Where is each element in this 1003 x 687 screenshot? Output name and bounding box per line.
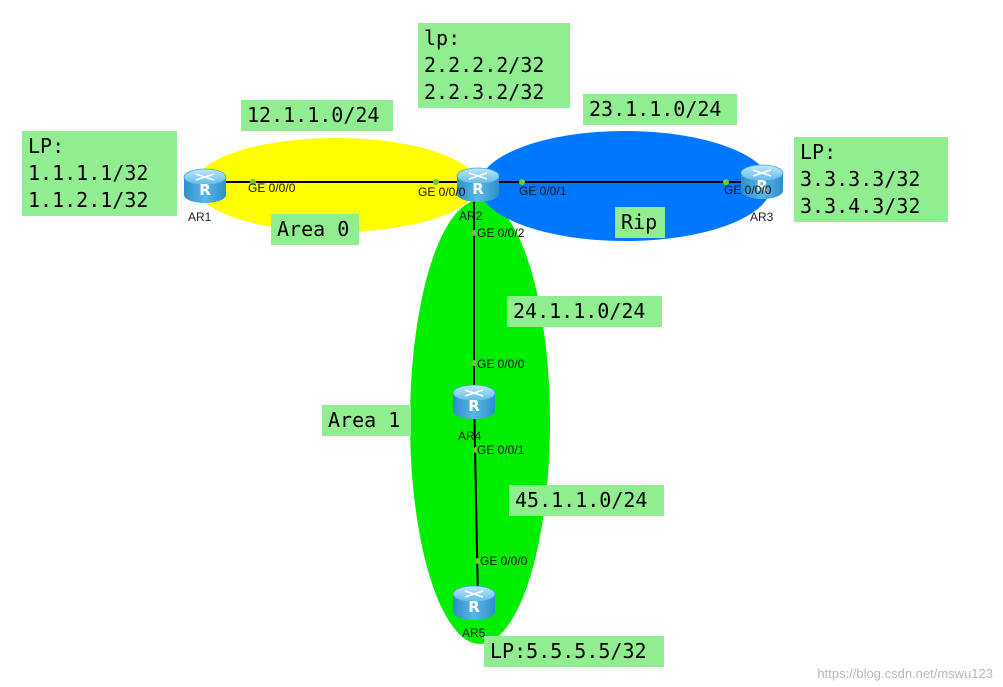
port-dot: [473, 447, 479, 453]
subnet-label-ar4-ar5: 45.1.1.0/24: [509, 485, 664, 516]
loopback-title: lp:: [424, 26, 461, 50]
port-label-ar5-ge000: GE 0/0/0: [480, 554, 528, 568]
router-name-ar2: AR2: [459, 209, 483, 223]
area-label-rip: Rip: [615, 207, 665, 238]
loopback-box-ar2: lp: 2.2.2.2/32 2.2.3.2/32: [418, 23, 570, 108]
loopback-box-ar1: LP: 1.1.1.1/32 1.1.2.1/32: [22, 131, 177, 216]
loopback-box-ar5: LP:5.5.5.5/32: [484, 636, 664, 667]
loopback-address: 2.2.2.2/32: [424, 53, 545, 77]
loopback-address: 1.1.2.1/32: [28, 188, 149, 212]
port-label-ar3-ge000: GE 0/0/0: [724, 183, 772, 197]
port-dot: [433, 179, 439, 185]
port-label-ar4-ge000: GE 0/0/0: [477, 357, 525, 371]
port-label-ar4-ge001: GE 0/0/1: [477, 443, 525, 457]
router-name-ar3: AR3: [750, 210, 774, 224]
port-dot: [519, 179, 525, 185]
router-icon: [183, 168, 227, 204]
router-icon: [452, 384, 496, 420]
port-dot: [475, 558, 481, 564]
area1-region: [410, 200, 550, 644]
loopback-title: LP:: [28, 134, 65, 158]
port-label-ar2-ge002: GE 0/0/2: [477, 226, 525, 240]
subnet-label-ar2-ar4: 24.1.1.0/24: [507, 296, 662, 327]
router-icon: [452, 585, 496, 621]
port-dot: [471, 360, 477, 366]
subnet-label-ar1-ar2: 12.1.1.0/24: [241, 100, 393, 131]
port-label-ar2-ge000: GE 0/0/0: [418, 185, 466, 199]
port-dot: [723, 179, 729, 185]
port-label-ar1-ge000: GE 0/0/0: [248, 181, 296, 195]
area0-region: [195, 138, 477, 232]
link-ar4-ar5: [473, 397, 479, 601]
area-label-area1: Area 1: [322, 405, 411, 436]
router-name-ar5: AR5: [462, 626, 486, 640]
port-dot: [250, 179, 256, 185]
loopback-address: 3.3.4.3/32: [800, 194, 921, 218]
port-label-ar2-ge001: GE 0/0/1: [519, 184, 567, 198]
router-name-ar1: AR1: [188, 210, 212, 224]
loopback-title: LP:: [800, 140, 837, 164]
rip-region: [479, 131, 771, 241]
loopback-address: 1.1.1.1/32: [28, 161, 149, 185]
subnet-label-ar2-ar3: 23.1.1.0/24: [583, 94, 737, 125]
loopback-address: 3.3.3.3/32: [800, 167, 921, 191]
loopback-address: 2.2.3.2/32: [424, 80, 545, 104]
port-dot: [471, 230, 477, 236]
watermark: https://blog.csdn.net/mswu123: [817, 666, 993, 681]
area-label-area0: Area 0: [271, 214, 359, 245]
loopback-box-ar3: LP: 3.3.3.3/32 3.3.4.3/32: [794, 137, 948, 222]
router-name-ar4: AR4: [458, 429, 482, 443]
